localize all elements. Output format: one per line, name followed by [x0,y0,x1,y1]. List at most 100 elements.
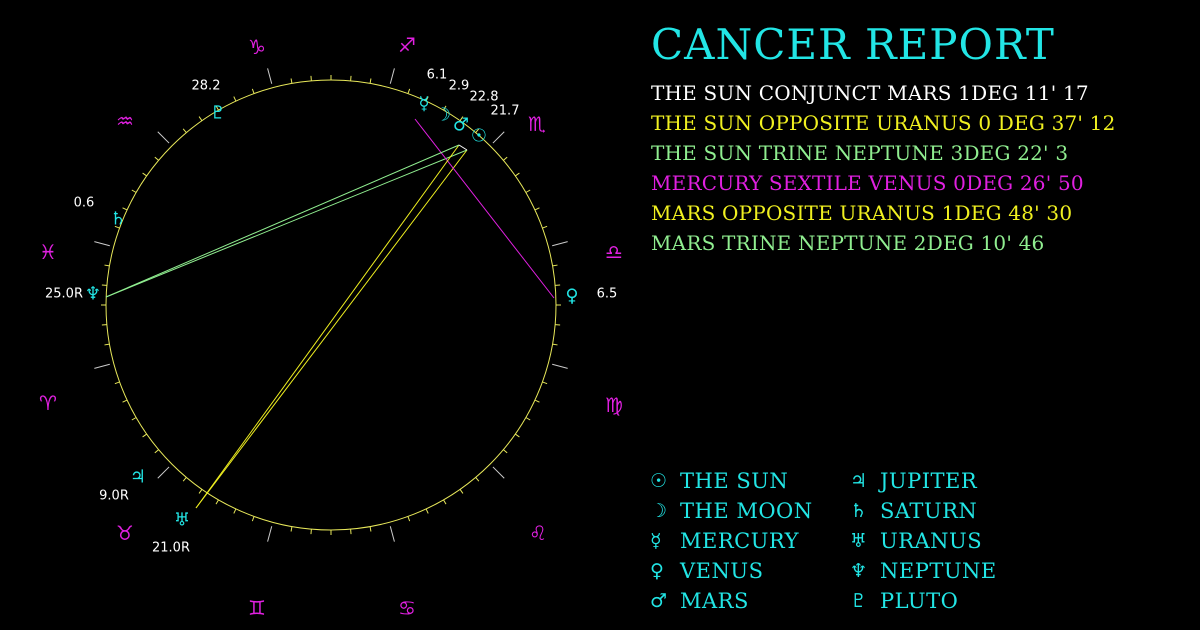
degree-tick [475,477,480,482]
legend-label: MARS [680,589,749,613]
degree-tick [114,381,120,385]
legend-item-mercury: ☿ MERCURY [650,526,850,556]
natal-chart-wheel: ♑♐♏♎♍♌♋♊♉♈♓♒ ☿6.1☽2.9♂22.8☉21.7♀6.5♅21.0… [39,33,623,620]
degree-tick [542,381,548,385]
mars-icon: ♂ [650,590,668,612]
degree-tick [534,399,540,403]
mercury-icon: ☿ [650,530,662,552]
degree-tick [443,499,447,505]
moon-icon: ☽ [650,500,668,522]
degree-tick [94,363,110,369]
planet-degree-label: 21.7 [491,104,520,119]
aspect-sun-conjunct-mars: THE SUN CONJUNCT MARS 1DEG 11' 17 [651,81,1089,105]
aspect-line [195,144,460,509]
legend-item-mars: ♂ MARS [650,586,850,616]
degree-tick [267,526,273,542]
planet-degree-label: 6.5 [597,287,618,302]
aspect-lines [105,118,555,509]
degree-tick [104,343,110,346]
aspect-mercury-sextile-venus: MERCURY SEXTILE VENUS 0DEG 26' 50 [651,171,1084,195]
degree-tick [198,489,203,494]
degree-tick [154,156,159,161]
degree-tick [131,189,137,193]
aspect-sun-opposite-uranus: THE SUN OPPOSITE URANUS 0 DEG 37' 12 [651,111,1116,135]
degree-tick [94,241,110,247]
pisces-icon: ♓ [39,240,57,264]
aries-icon: ♈ [39,391,57,415]
report-title: CANCER REPORT [651,20,1055,69]
venus-icon: ♀ [565,286,578,307]
degree-tick [552,363,568,369]
legend-label: THE SUN [680,469,789,493]
legend-item-sun: ☉ THE SUN [650,466,850,496]
degree-tick [425,508,429,514]
virgo-icon: ♍ [605,393,623,417]
degree-tick [114,225,120,229]
degree-tick [492,466,505,479]
mercury-icon: ☿ [418,94,429,115]
uranus-icon: ♅ [850,530,868,552]
aquarius-icon: ♒ [116,109,134,133]
degree-tick [182,128,187,133]
aspect-mars-opposite-uranus: MARS OPPOSITE URANUS 1DEG 48' 30 [651,201,1073,225]
degree-tick [233,508,237,514]
degree-tick [215,499,219,505]
aspect-line [458,144,468,151]
degree-tick [182,477,187,482]
degree-tick [515,433,520,438]
legend-label: URANUS [880,529,983,553]
capricorn-icon: ♑ [248,35,266,59]
pluto-icon: ♇ [210,103,226,124]
legend-item-neptune: ♆ NEPTUNE [850,556,1050,586]
legend-item-moon: ☽ THE MOON [650,496,850,526]
saturn-icon: ♄ [850,500,868,522]
legend-item-jupiter: ♃ JUPITER [850,466,1050,496]
jupiter-icon: ♃ [850,470,868,492]
legend-label: MERCURY [680,529,799,553]
degree-tick [443,105,447,111]
degree-tick [492,131,505,144]
legend-item-venus: ♀ VENUS [650,556,850,586]
planet-degree-label: 25.0R [45,287,83,302]
degree-tick [525,417,531,421]
degree-tick [157,466,170,479]
planet-degree-label: 6.1 [427,68,448,83]
degree-tick [157,131,170,144]
legend-column-left: ☉ THE SUN ☽ THE MOON ☿ MERCURY ♀ VENUS ♂… [650,466,850,616]
degree-tick [475,128,480,133]
aspect-line [414,118,555,299]
aspect-list: THE SUN CONJUNCT MARS 1DEG 11' 17 THE SU… [651,78,1191,258]
neptune-icon: ♆ [850,560,868,582]
degree-tick [407,88,411,94]
aspect-sun-trine-neptune: THE SUN TRINE NEPTUNE 3DEG 22' 3 [651,141,1069,165]
degree-tick [267,68,273,84]
scorpio-icon: ♏ [528,112,546,136]
saturn-icon: ♄ [110,209,126,230]
libra-icon: ♎ [605,240,623,264]
degree-tick [122,207,128,211]
degree-tick [552,241,568,247]
planet-degree-label: 2.9 [449,79,470,94]
gemini-icon: ♊ [248,596,266,620]
degree-tick [369,526,372,532]
degree-tick [389,68,395,84]
neptune-icon: ♆ [85,284,101,305]
degree-tick [459,489,464,494]
zodiac-circle [105,79,557,531]
legend-item-pluto: ♇ PLUTO [850,586,1050,616]
degree-tick [122,399,128,403]
legend-item-saturn: ♄ SATURN [850,496,1050,526]
degree-tick [142,433,147,438]
legend-label: SATURN [880,499,978,523]
degree-tick [251,88,255,94]
uranus-icon: ♅ [174,510,190,531]
degree-tick [407,516,411,522]
degree-tick [215,105,219,111]
degree-tick [534,207,540,211]
aspect-line [105,144,460,298]
degree-tick [104,264,110,267]
degree-tick [154,449,159,454]
degree-tick [290,78,293,84]
degree-tick [131,417,137,421]
aspect-mars-trine-neptune: MARS TRINE NEPTUNE 2DEG 10' 46 [651,231,1045,255]
